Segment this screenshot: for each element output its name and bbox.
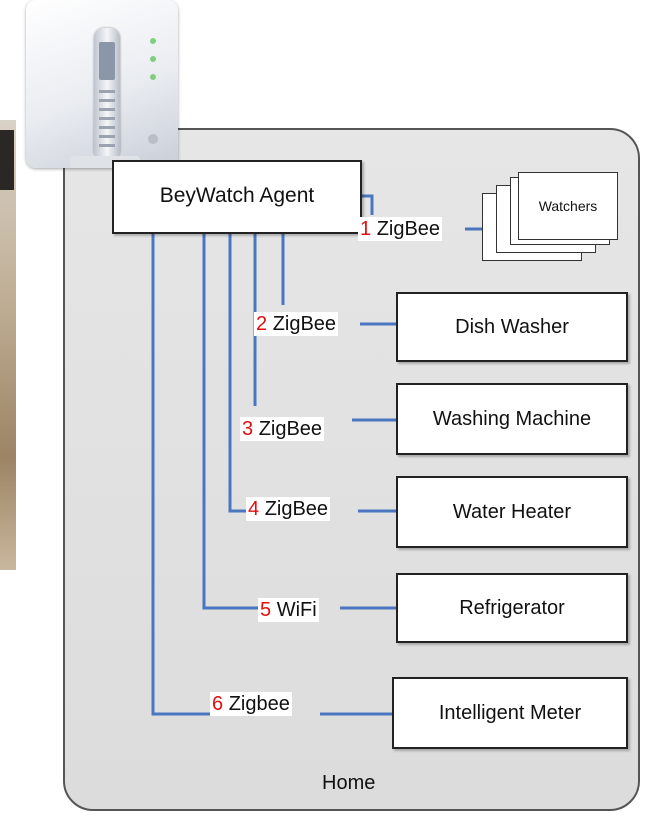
water-heater-box: Water Heater: [396, 476, 628, 548]
connection-label-6: 6 Zigbee: [210, 692, 292, 716]
washing-machine-box: Washing Machine: [396, 383, 628, 455]
connection-label-5: 5 WiFi: [258, 598, 319, 622]
appliance-label: Intelligent Meter: [438, 701, 582, 724]
connection-number: 3: [242, 418, 254, 440]
connection-number: 4: [248, 498, 260, 520]
appliance-label: Dish Washer: [455, 315, 569, 338]
phone-handset-icon: [94, 28, 120, 160]
connection-number: 1: [360, 218, 372, 240]
connection-number: 5: [260, 599, 272, 621]
watchers-box: Watchers: [518, 172, 618, 240]
connection-label-4: 4 ZigBee: [246, 497, 331, 521]
connection-label-2: 2 ZigBee: [254, 312, 339, 336]
connection-protocol: ZigBee: [264, 498, 329, 520]
refrigerator-box: Refrigerator: [396, 573, 628, 643]
connection-protocol: ZigBee: [272, 313, 337, 335]
connection-label-1: 1 ZigBee: [358, 217, 443, 241]
agent-device-photo: [26, 0, 178, 168]
wire-4: [228, 234, 246, 513]
background-photo: [0, 120, 16, 570]
connection-label-3: 3 ZigBee: [240, 417, 325, 441]
connection-protocol: Zigbee: [228, 693, 290, 715]
agent-label: BeyWatch Agent: [159, 184, 315, 207]
beywatch-agent-box: BeyWatch Agent: [112, 160, 362, 234]
connection-protocol: ZigBee: [258, 418, 323, 440]
watchers-label: Watchers: [538, 198, 598, 214]
wire-1: [362, 194, 374, 215]
appliance-label: Water Heater: [452, 500, 572, 523]
intelligent-meter-box: Intelligent Meter: [392, 677, 628, 749]
wire-6: [151, 234, 210, 716]
connection-number: 6: [212, 693, 224, 715]
connection-protocol: ZigBee: [376, 218, 441, 240]
home-label: Home: [322, 772, 376, 794]
wire-5: [202, 234, 258, 610]
appliance-label: Washing Machine: [432, 407, 592, 430]
dish-washer-box: Dish Washer: [396, 292, 628, 362]
connection-protocol: WiFi: [276, 599, 317, 621]
appliance-label: Refrigerator: [459, 596, 565, 619]
connection-number: 2: [256, 313, 268, 335]
